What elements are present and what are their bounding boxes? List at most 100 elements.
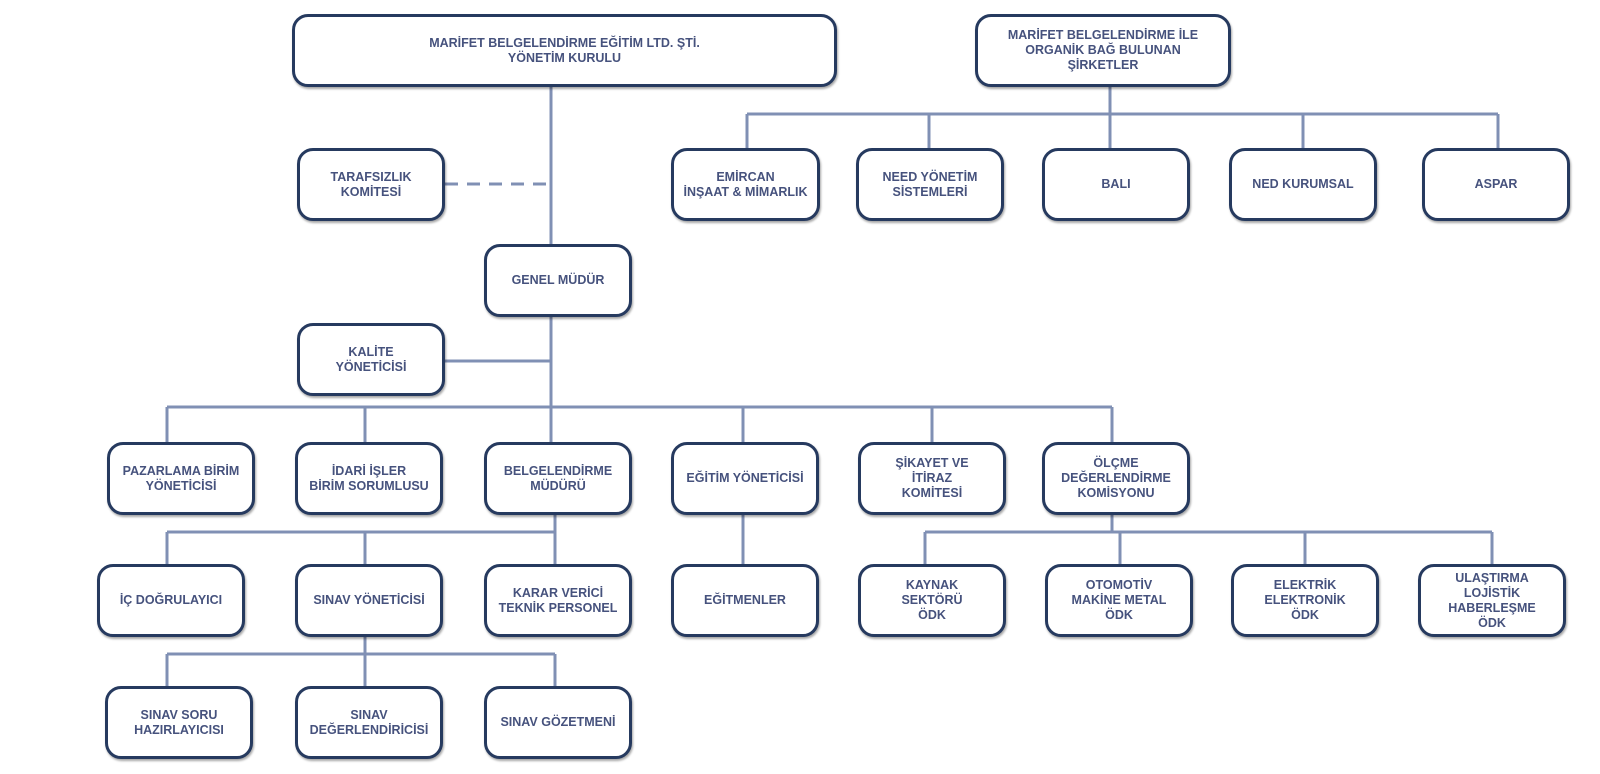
node-label-line: ELEKTRİK xyxy=(1273,578,1337,592)
node-label-line: SEKTÖRÜ xyxy=(901,593,963,607)
node-label-line: SİSTEMLERİ xyxy=(892,184,968,199)
node-label: NED KURUMSAL xyxy=(1252,177,1353,192)
node-label-line: KAYNAK xyxy=(905,578,959,592)
exam-proctor-box: SINAV GÖZETMENİ xyxy=(484,686,632,759)
connector-certification xyxy=(165,514,557,564)
node-label-line: NED KURUMSAL xyxy=(1252,177,1354,191)
node-label: ASPAR xyxy=(1475,177,1518,192)
node-label-line: GENEL MÜDÜR xyxy=(511,273,605,287)
node-label-line: MARİFET BELGELENDİRME EĞİTİM LTD. ŞTİ. xyxy=(429,35,700,50)
node-label-line: MARİFET BELGELENDİRME İLE xyxy=(1007,28,1199,42)
general-manager-box: GENEL MÜDÜR xyxy=(484,244,632,317)
node-label-line: LOJİSTİK xyxy=(1463,585,1521,600)
node-label-line: ASPAR xyxy=(1474,177,1518,191)
internal-verifier-box: İÇ DOĞRULAYICI xyxy=(97,564,245,637)
node-label: İÇ DOĞRULAYICI xyxy=(120,593,222,608)
connector-assessment xyxy=(923,514,1494,564)
node-label-line: MAKİNE METAL xyxy=(1071,593,1167,607)
node-label-line: OTOMOTİV xyxy=(1085,578,1153,592)
node-label-line: EMİRCAN xyxy=(716,169,775,184)
trainers-box: EĞİTMENLER xyxy=(671,564,819,637)
node-label-line: ÖDK xyxy=(1291,608,1319,622)
node-label: EĞİTİM YÖNETİCİSİ xyxy=(686,471,803,486)
node-label-line: TARAFSIZLIK xyxy=(330,169,412,184)
node-label-line: SINAV YÖNETİCİSİ xyxy=(313,593,425,607)
connector-exam xyxy=(165,636,557,686)
node-label-line: ÖDK xyxy=(1105,608,1133,622)
exam-manager-box: SINAV YÖNETİCİSİ xyxy=(295,564,443,637)
node-label-line: SINAV xyxy=(350,707,388,722)
node-label-line: BELGELENDİRME xyxy=(503,463,613,478)
board-box: MARİFET BELGELENDİRME EĞİTİM LTD. ŞTİ.YÖ… xyxy=(292,14,837,87)
node-label-line: ÖDK xyxy=(1478,615,1506,630)
node-label-line: SINAV GÖZETMENİ xyxy=(500,715,616,729)
node-label-line: ŞİRKETLER xyxy=(1067,58,1139,72)
node-label: MARİFET BELGELENDİRME EĞİTİM LTD. ŞTİ.YÖ… xyxy=(429,36,700,66)
node-label-line: YÖNETİCİSİ xyxy=(145,478,217,493)
node-label-line: İDARİ İŞLER xyxy=(331,463,407,478)
node-label: GENEL MÜDÜR xyxy=(512,273,605,288)
node-label-line: KOMİTESİ xyxy=(340,184,402,199)
node-label-line: BİRİM SORUMLUSU xyxy=(309,478,429,493)
node-label: SINAV GÖZETMENİ xyxy=(500,715,615,730)
connector-departments xyxy=(165,405,1114,442)
node-label-line: EĞİTİM YÖNETİCİSİ xyxy=(686,471,804,485)
node-label: BALI xyxy=(1101,177,1130,192)
node-label-line: YÖNETİCİSİ xyxy=(335,359,407,374)
node-label-line: MÜDÜRÜ xyxy=(530,478,586,493)
node-label-line: PAZARLAMA BİRİM xyxy=(122,463,240,478)
node-label-line: ÖDK xyxy=(918,608,946,622)
node-label-line: NEED YÖNETİM xyxy=(882,169,978,184)
affiliate-bali-box: BALI xyxy=(1042,148,1190,221)
node-label: EĞİTMENLER xyxy=(704,593,786,608)
affiliate-aspar-box: ASPAR xyxy=(1422,148,1570,221)
node-label-line: EĞİTMENLER xyxy=(704,593,786,607)
node-label-line: İNŞAAT & MİMARLIK xyxy=(683,184,808,199)
node-label-line: DEĞERLENDİRİCİSİ xyxy=(309,722,429,737)
node-label-line: KARAR VERİCİ xyxy=(512,585,604,600)
node-label-line: KALİTE xyxy=(348,344,394,359)
training-manager-box: EĞİTİM YÖNETİCİSİ xyxy=(671,442,819,515)
node-label: SINAV YÖNETİCİSİ xyxy=(313,593,424,608)
node-label-line: YÖNETİM KURULU xyxy=(507,50,622,65)
node-label-line: DEĞERLENDİRME xyxy=(1061,471,1171,485)
node-label-line: ŞİKAYET VE xyxy=(895,456,969,470)
node-label-line: ULAŞTIRMA xyxy=(1455,570,1529,585)
connector-affiliates xyxy=(745,86,1500,148)
node-label-line: BALI xyxy=(1101,177,1131,191)
node-label-line: İÇ DOĞRULAYICI xyxy=(119,593,223,607)
affiliate-ned-box: NED KURUMSAL xyxy=(1229,148,1377,221)
node-label-line: ELEKTRONİK xyxy=(1264,593,1346,607)
